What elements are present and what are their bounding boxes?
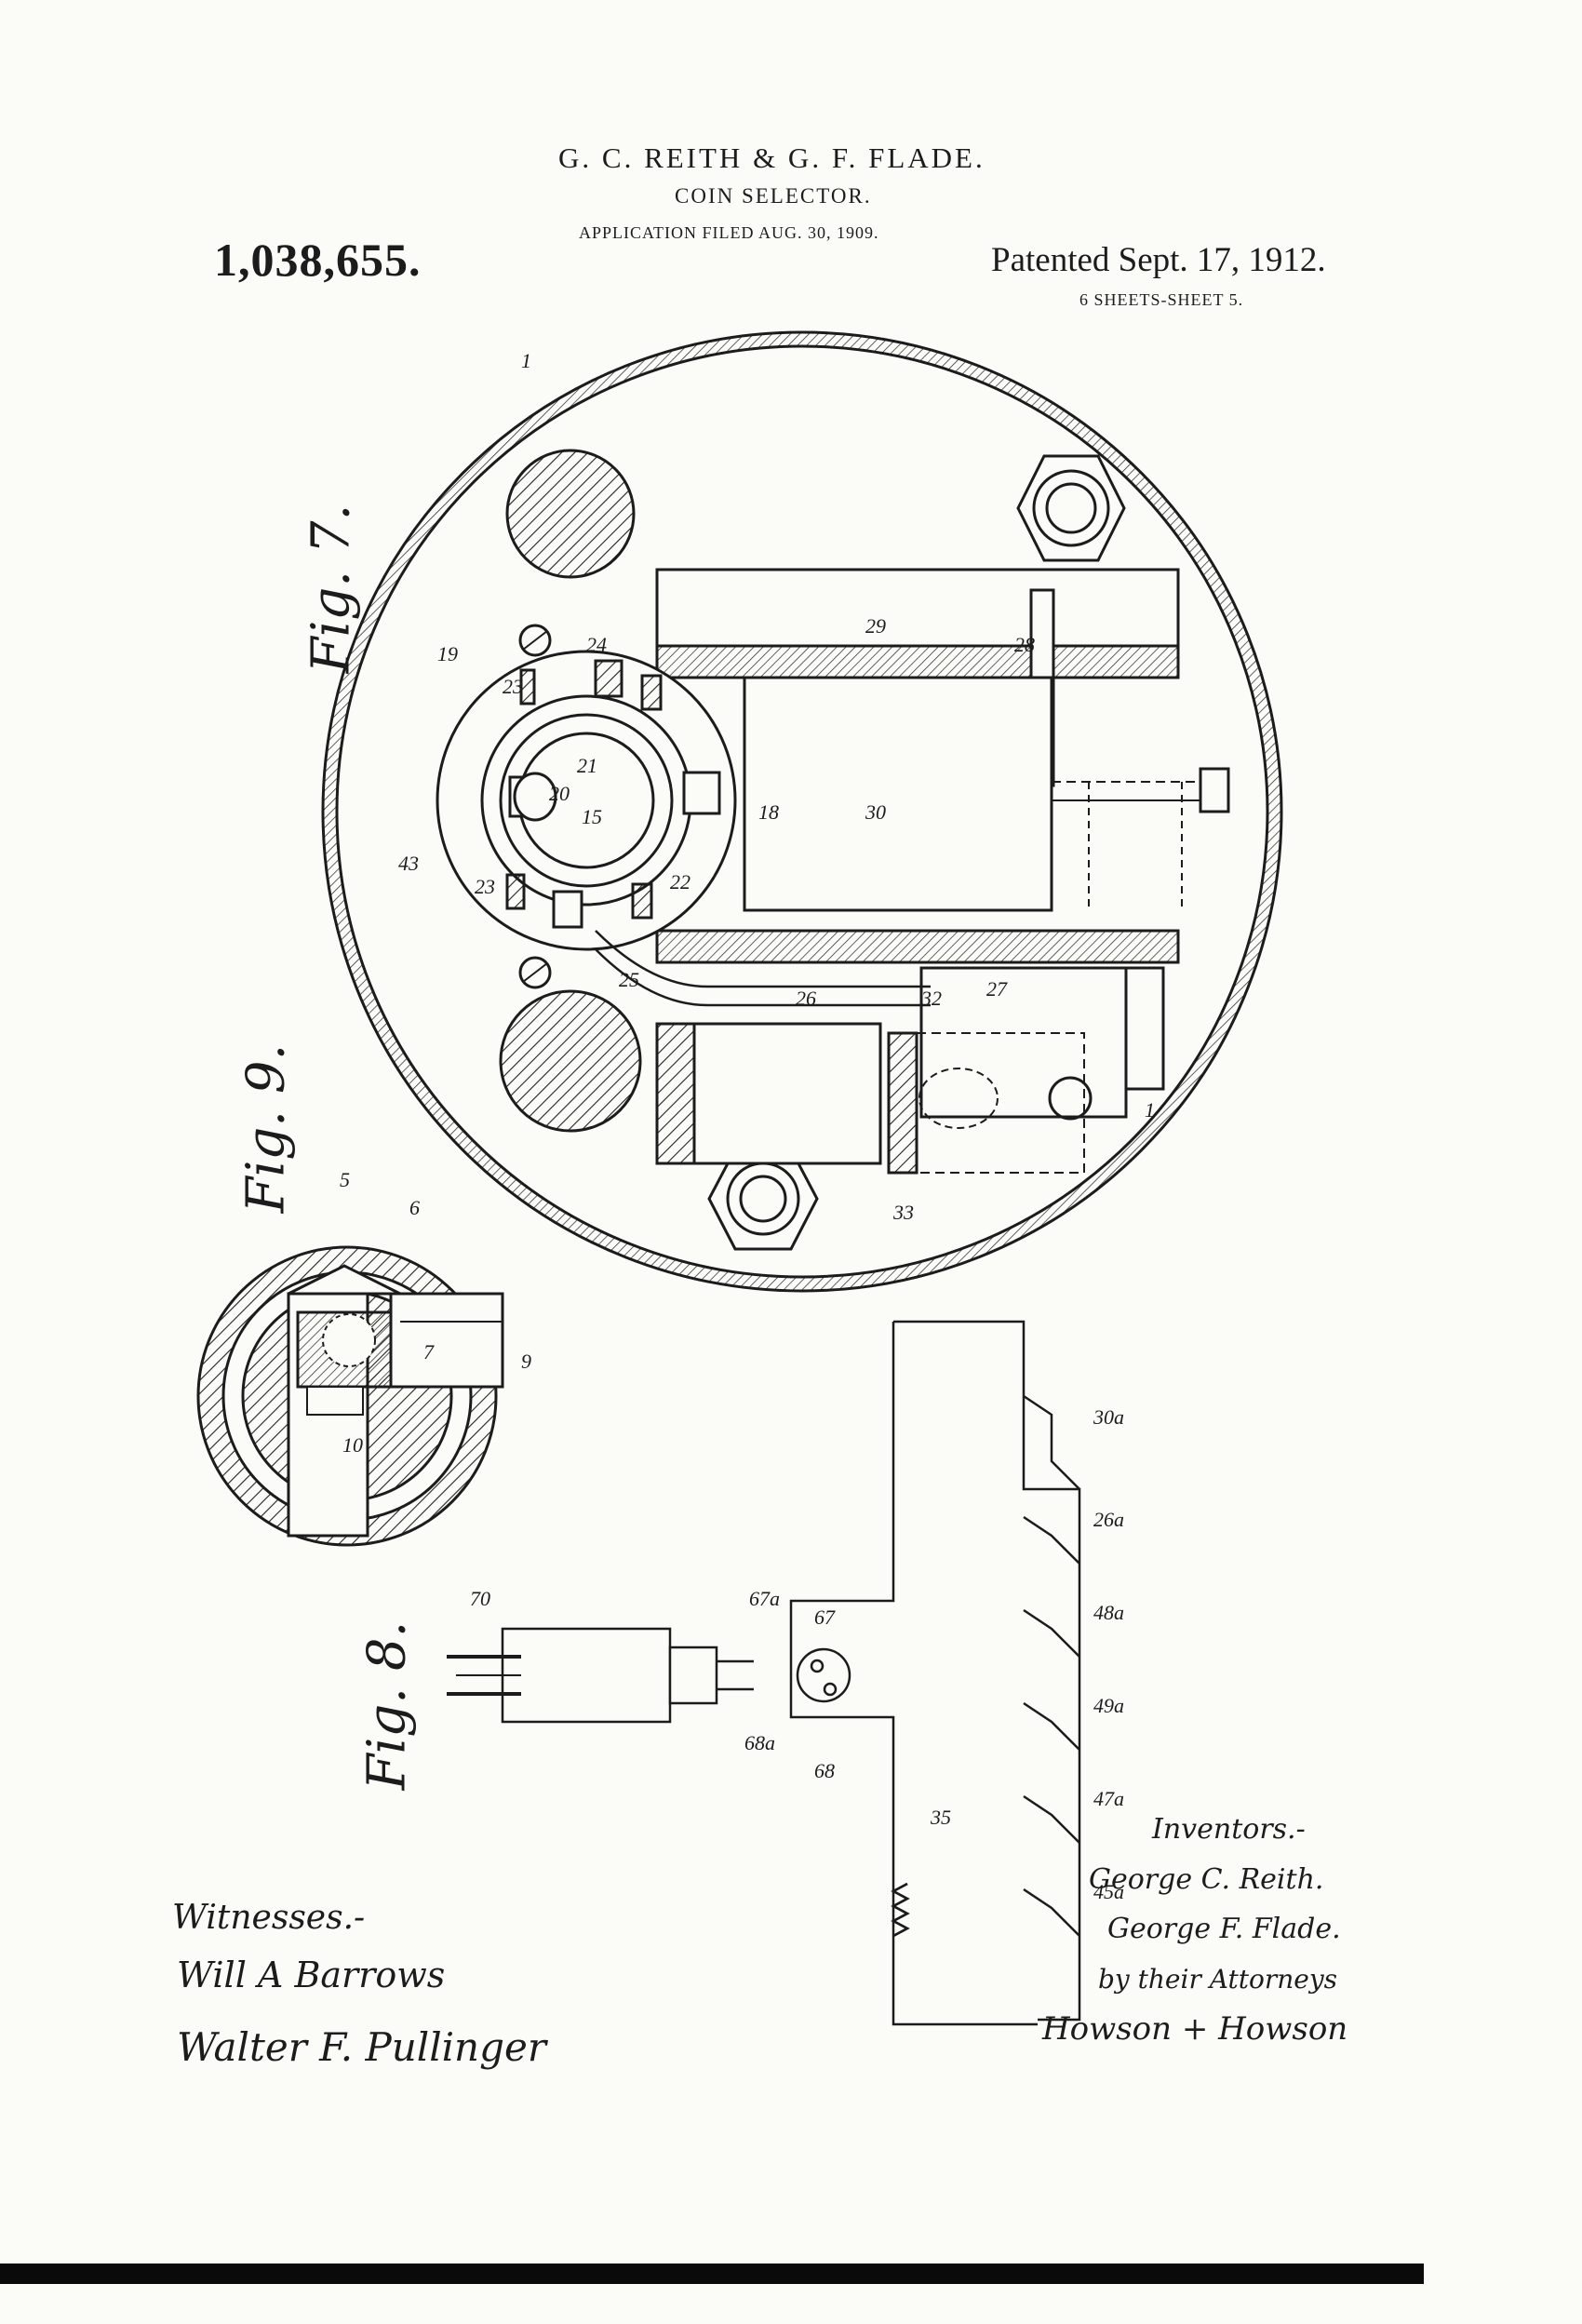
ref-47a: 47a [1093, 1787, 1124, 1810]
ref-1-top: 1 [521, 349, 531, 372]
ref-6: 6 [409, 1196, 420, 1219]
ref-26: 26 [796, 987, 816, 1010]
rod-top [505, 449, 636, 579]
ref-67: 67 [814, 1605, 836, 1629]
inventors-header: G. C. REITH & G. F. FLADE. [558, 141, 985, 174]
ref-9: 9 [521, 1350, 531, 1373]
ref-68: 68 [814, 1759, 835, 1782]
inventor-signature-1: George C. Reith. [1089, 1863, 1324, 1896]
ref-30: 30 [865, 800, 886, 824]
fig7-drawing [321, 330, 1283, 1293]
attorneys-signature: Howson + Howson [1042, 2010, 1348, 2048]
inventor-signature-2: George F. Flade. [1107, 1913, 1341, 1945]
rod-bottom [499, 989, 642, 1133]
ref-33: 33 [892, 1201, 914, 1224]
ref-1-bottom: 1 [1145, 1098, 1155, 1122]
ref-32: 32 [920, 987, 942, 1010]
ref-5: 5 [340, 1168, 350, 1191]
bar-27 [919, 966, 1128, 1119]
block-30 [743, 676, 1053, 912]
scan-edge-bar [0, 2264, 1424, 2284]
ref-70: 70 [470, 1587, 490, 1610]
fig9-numerals: 5 6 7 9 10 [340, 1168, 531, 1457]
ref-19: 19 [437, 642, 458, 665]
ref-10: 10 [342, 1433, 363, 1457]
ref-21: 21 [577, 754, 597, 777]
ref-45a: 45a [1093, 1880, 1124, 1903]
witnesses-label: Witnesses.- [172, 1899, 366, 1937]
ref-67a: 67a [749, 1587, 780, 1610]
fig8-drawing [447, 1320, 1081, 2026]
ref-15: 15 [582, 805, 602, 828]
ref-27: 27 [986, 977, 1008, 1001]
invention-title: COIN SELECTOR. [675, 184, 872, 208]
ref-22: 22 [670, 870, 690, 893]
figure-7-label: Fig. 7. [301, 504, 362, 674]
ref-23-top: 23 [503, 675, 523, 698]
patent-number: 1,038,655. [214, 234, 422, 286]
fig9-drawing [196, 1245, 504, 1547]
sheet-count: 6 SHEETS-SHEET 5. [1079, 290, 1244, 309]
figure-8-label: Fig. 8. [356, 1620, 418, 1791]
ref-30a: 30a [1093, 1405, 1124, 1429]
ref-29: 29 [865, 614, 886, 638]
ref-26a: 26a [1093, 1508, 1124, 1531]
witness-signature-1: Will A Barrows [177, 1955, 446, 1995]
witness-signature-2: Walter F. Pullinger [177, 2024, 546, 2070]
ref-23-bottom: 23 [475, 875, 495, 898]
ref-20: 20 [549, 782, 570, 805]
ref-18: 18 [758, 800, 779, 824]
bar-29 [655, 568, 1180, 648]
patented-date: Patented Sept. 17, 1912. [991, 241, 1326, 279]
ref-43: 43 [398, 852, 419, 875]
figure-9-label: Fig. 9. [235, 1043, 297, 1214]
ref-25: 25 [619, 968, 639, 991]
ref-7: 7 [423, 1340, 435, 1364]
fig8-numerals: 70 67a 67 68a 68 35 30a 26a 48a 49a 47a … [470, 1405, 1124, 1903]
inventors-label: Inventors.- [1152, 1813, 1306, 1846]
cup-15 [499, 713, 674, 888]
ref-28: 28 [1014, 633, 1035, 656]
ref-24: 24 [586, 633, 607, 656]
ref-49a: 49a [1093, 1694, 1124, 1717]
by-attorneys: by their Attorneys [1098, 1964, 1338, 1995]
fig7-numerals: 1 1 28 29 30 20 21 15 18 19 23 24 43 23 … [398, 349, 1155, 1224]
application-filed: APPLICATION FILED AUG. 30, 1909. [579, 223, 879, 242]
ref-35: 35 [930, 1806, 951, 1829]
ref-68a: 68a [744, 1731, 775, 1754]
ref-48a: 48a [1093, 1601, 1124, 1624]
